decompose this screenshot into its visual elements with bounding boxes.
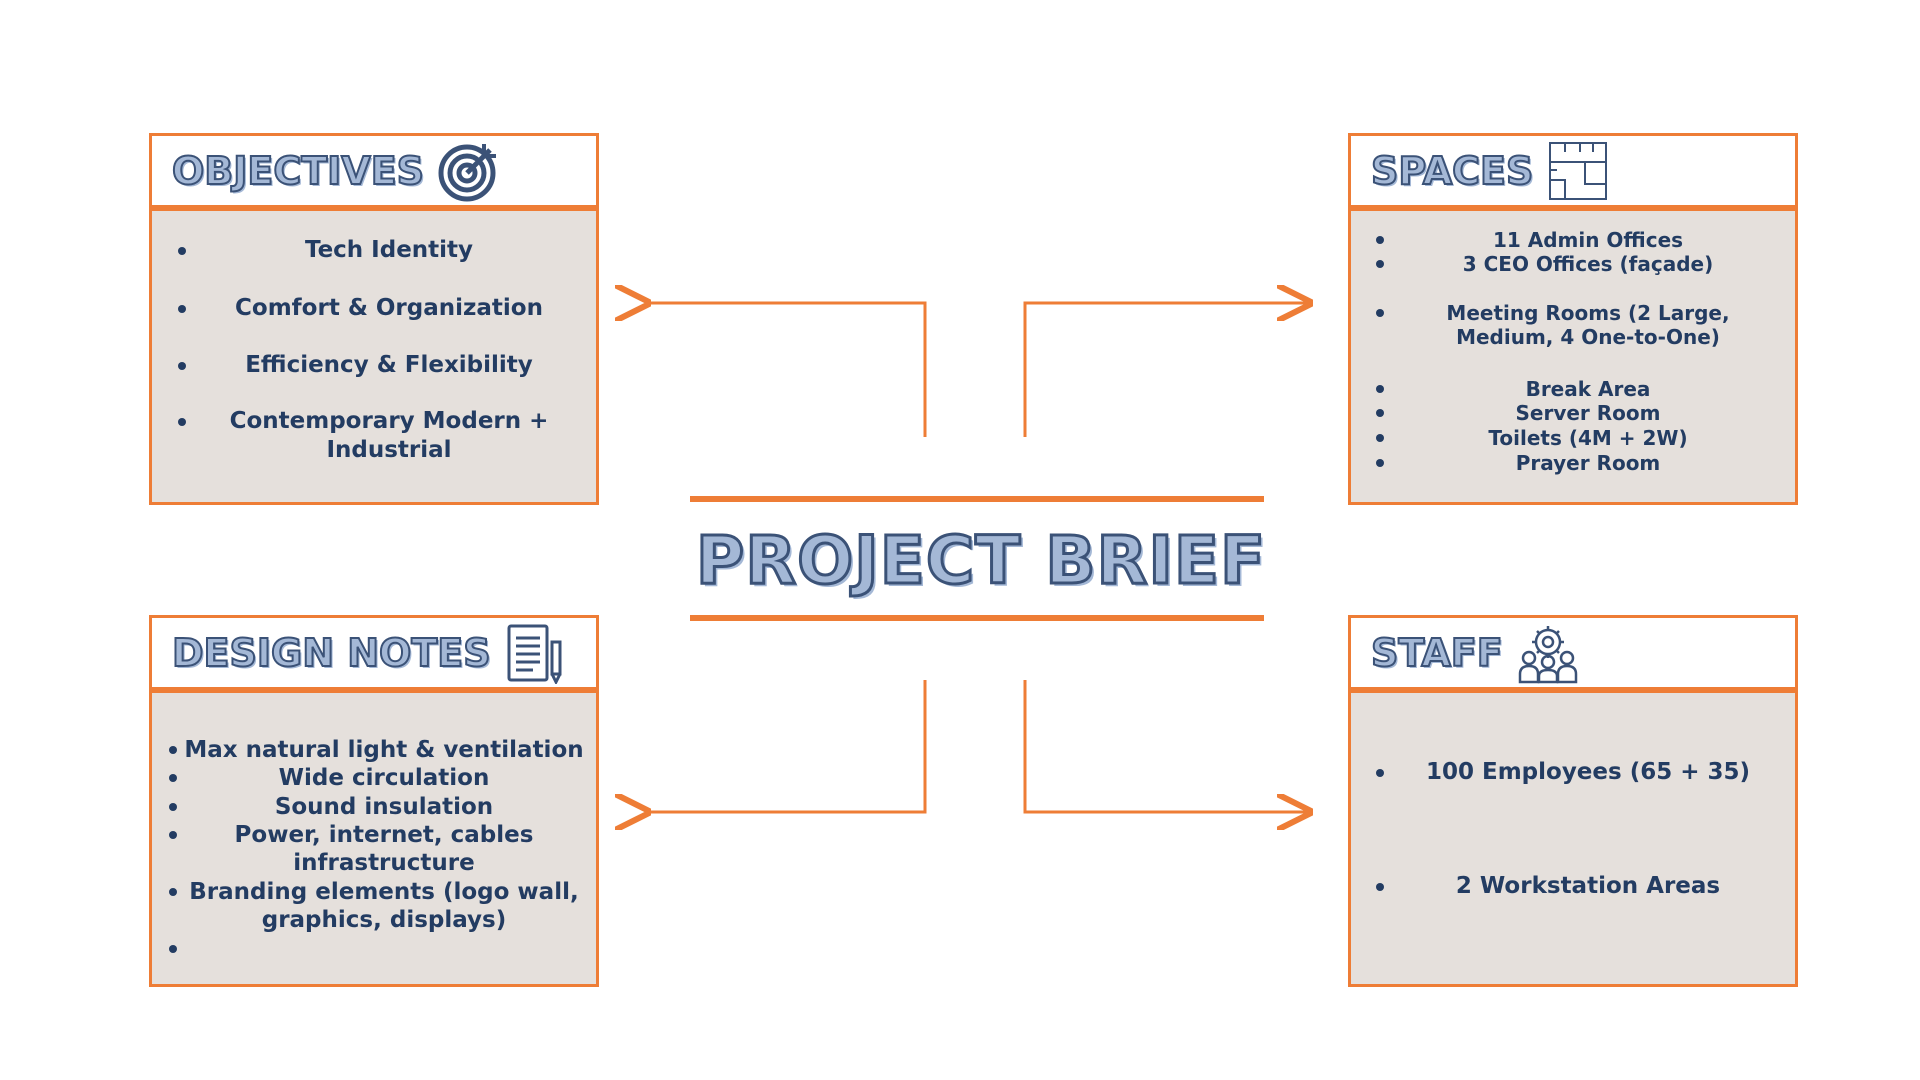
staff-title: STAFF bbox=[1370, 630, 1504, 676]
list-item-text: Max natural light & ventilation bbox=[184, 737, 584, 763]
arrow-to-objectives bbox=[645, 303, 927, 437]
staff-card: STAFF 100 Employees (65 + 35) 2 Workstati… bbox=[1348, 615, 1798, 987]
bullet-dot bbox=[169, 803, 177, 811]
list-item-text: Toilets (4M + 2W) bbox=[1488, 426, 1688, 450]
objectives-title: OBJECTIVES bbox=[171, 148, 425, 194]
title-bottom-rule bbox=[690, 615, 1264, 621]
list-item-text: graphics, displays) bbox=[261, 907, 507, 933]
arrow-to-spaces bbox=[1023, 303, 1307, 437]
bullet-dot bbox=[169, 888, 177, 896]
list-item-text: 11 Admin Offices bbox=[1492, 228, 1684, 252]
title-top-rule bbox=[690, 496, 1264, 502]
bullet-dot bbox=[1376, 385, 1384, 393]
bullet-dot bbox=[169, 831, 177, 839]
bullet-dot bbox=[1376, 260, 1384, 268]
list-item-text: Meeting Rooms (2 Large, bbox=[1446, 301, 1730, 325]
staff-header: STAFF bbox=[1348, 615, 1798, 693]
list-item: Max natural light & ventilation bbox=[152, 736, 596, 764]
list-item: Prayer Room bbox=[1351, 451, 1795, 475]
list-item-text: Power, internet, cables bbox=[234, 822, 534, 848]
spaces-header: SPACES bbox=[1348, 133, 1798, 211]
list-item: Contemporary Modern + Industrial bbox=[152, 407, 596, 465]
bullet-dot bbox=[178, 417, 186, 426]
target-icon bbox=[438, 140, 500, 202]
floor-plan-icon bbox=[1547, 140, 1609, 202]
team-gear-icon bbox=[1517, 622, 1579, 684]
bullet-dot bbox=[178, 246, 186, 255]
list-item-text: Industrial bbox=[326, 437, 452, 463]
list-item: 11 Admin Offices bbox=[1351, 228, 1795, 252]
list-item-text: Comfort & Organization bbox=[235, 295, 543, 321]
list-item-text: Contemporary Modern + bbox=[229, 408, 549, 434]
list-item-text: Break Area bbox=[1525, 377, 1651, 401]
list-item: Sound insulation bbox=[152, 793, 596, 821]
list-item: 100 Employees (65 + 35) bbox=[1351, 758, 1795, 787]
staff-body: 100 Employees (65 + 35) 2 Workstation Are… bbox=[1348, 693, 1798, 987]
list-item: Wide circulation bbox=[152, 764, 596, 792]
list-item-text: 100 Employees (65 + 35) bbox=[1425, 759, 1751, 785]
list-item-text: Medium, 4 One-to-One) bbox=[1456, 325, 1720, 349]
objectives-header: OBJECTIVES bbox=[149, 133, 599, 211]
spaces-title: SPACES bbox=[1370, 148, 1534, 194]
design-notes-header: DESIGN NOTES bbox=[149, 615, 599, 693]
arrow-to-staff bbox=[1023, 680, 1307, 812]
bullet-dot bbox=[169, 774, 177, 782]
bullet-dot bbox=[1376, 434, 1384, 442]
design-notes-card: DESIGN NOTES Max natural light & ventila… bbox=[149, 615, 599, 987]
staff-list: 100 Employees (65 + 35) 2 Workstation Are… bbox=[1351, 693, 1795, 984]
bullet-dot bbox=[1376, 409, 1384, 417]
list-item: Break Area bbox=[1351, 377, 1795, 401]
list-item-text: Server Room bbox=[1515, 401, 1661, 425]
bullet-dot bbox=[1376, 459, 1384, 467]
bullet-dot bbox=[1376, 309, 1384, 317]
list-item: Tech Identity bbox=[152, 236, 596, 265]
list-item-text: 2 Workstation Areas bbox=[1455, 873, 1721, 899]
bullet-dot bbox=[1376, 236, 1384, 244]
bullet-dot bbox=[1376, 882, 1384, 891]
list-item-text: Tech Identity bbox=[304, 237, 474, 263]
arrow-to-design-notes bbox=[645, 680, 927, 812]
list-item-text: Sound insulation bbox=[274, 794, 494, 820]
list-item: Branding elements (logo wall,graphics, d… bbox=[152, 878, 596, 934]
bullet-dot bbox=[169, 945, 177, 953]
list-item: Efficiency & Flexibility bbox=[152, 351, 596, 380]
list-item: Server Room bbox=[1351, 401, 1795, 425]
list-item: 2 Workstation Areas bbox=[1351, 872, 1795, 901]
list-item: Comfort & Organization bbox=[152, 294, 596, 323]
bullet-dot bbox=[178, 304, 186, 313]
list-item-text: Efficiency & Flexibility bbox=[245, 352, 533, 378]
list-item-text: 3 CEO Offices (façade) bbox=[1462, 252, 1714, 276]
document-pencil-icon bbox=[505, 622, 567, 684]
bullet-dot bbox=[178, 361, 186, 370]
list-item: Meeting Rooms (2 Large,Medium, 4 One-to-… bbox=[1351, 301, 1795, 349]
bullet-dot bbox=[1376, 768, 1384, 777]
page-title: PROJECT BRIEF bbox=[694, 521, 1267, 601]
list-item-text: infrastructure bbox=[293, 850, 475, 876]
bullet-dot bbox=[169, 746, 177, 754]
list-item: Toilets (4M + 2W) bbox=[1351, 426, 1795, 450]
design-notes-title: DESIGN NOTES bbox=[171, 630, 492, 676]
list-item-text: Branding elements (logo wall, bbox=[189, 879, 579, 905]
list-item-text: Prayer Room bbox=[1515, 451, 1661, 475]
list-item: 3 CEO Offices (façade) bbox=[1351, 252, 1795, 276]
list-item-text: Wide circulation bbox=[278, 765, 490, 791]
